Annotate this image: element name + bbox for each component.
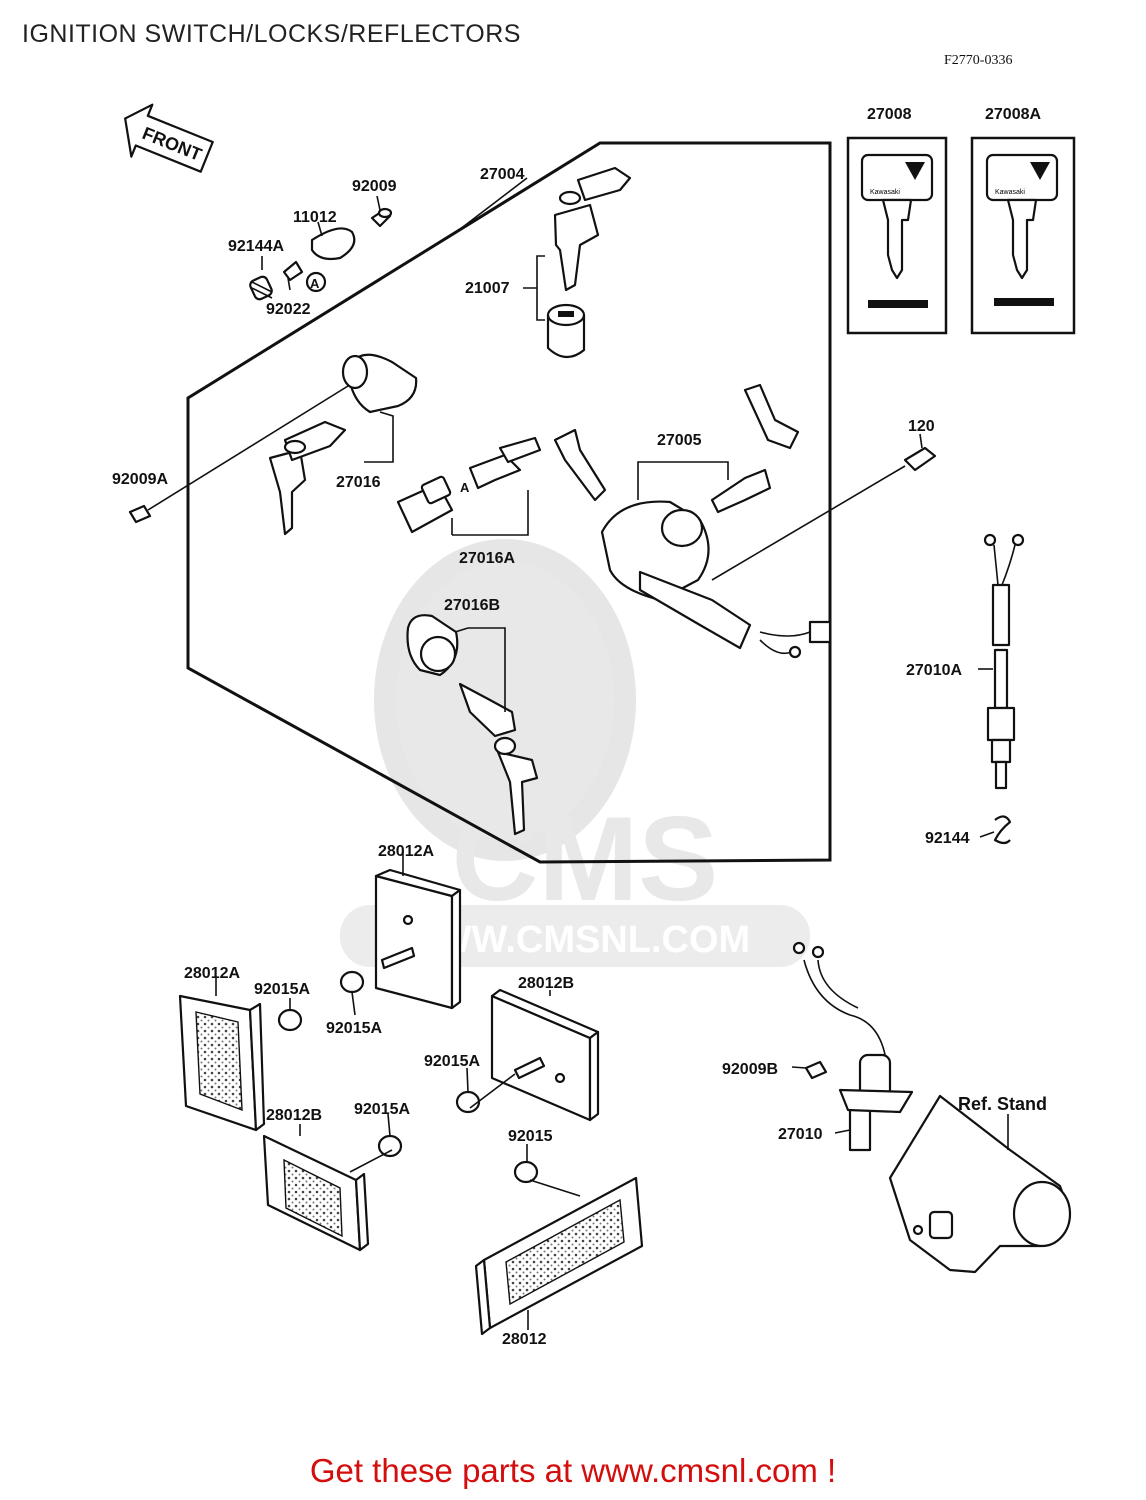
label-92144A: 92144A [228, 238, 284, 255]
part-28012 [474, 1160, 644, 1336]
svg-text:Kawasaki: Kawasaki [995, 189, 1025, 196]
label-27016A: 27016A [459, 550, 515, 567]
label-92015A-3: 92015A [424, 1053, 480, 1070]
label-92009: 92009 [352, 178, 397, 195]
label-ref-stand: Ref. Stand [958, 1094, 1047, 1114]
part-28012B-low [262, 1134, 403, 1252]
page-title: IGNITION SWITCH/LOCKS/REFLECTORS [22, 20, 521, 48]
diagram-code: F2770-0336 [944, 53, 1013, 68]
watermark-brand: CMS [452, 792, 719, 926]
part-21007 [546, 166, 632, 359]
part-120 [711, 446, 937, 581]
part-27010 [792, 941, 1072, 1274]
key-card-27008: Kawasaki [846, 136, 948, 335]
label-92009B: 92009B [722, 1061, 778, 1078]
parts-diagram: CMS WWW.CMSNL.COM FRONT Kawasaki Kawasak… [112, 103, 1076, 1348]
label-27016B: 27016B [444, 597, 500, 614]
label-27010: 27010 [778, 1126, 823, 1143]
part-27016B [406, 614, 539, 836]
leader-lines [215, 177, 1009, 1330]
label-27008A: 27008A [985, 106, 1041, 123]
label-92022: 92022 [266, 301, 311, 318]
label-28012A-left: 28012A [184, 965, 240, 982]
part-27016 [268, 353, 418, 536]
footer-link[interactable]: Get these parts at www.cmsnl.com ! [309, 1452, 837, 1489]
label-28012A-top: 28012A [378, 843, 434, 860]
part-27016A [396, 428, 607, 534]
label-27016: 27016 [336, 474, 381, 491]
label-11012: 11012 [293, 209, 337, 226]
label-27004: 27004 [480, 166, 525, 183]
label-92009A: 92009A [112, 471, 168, 488]
part-27010A [983, 533, 1025, 845]
label-120: 120 [908, 418, 935, 435]
part-92009A [128, 385, 349, 524]
svg-text:Kawasaki: Kawasaki [870, 189, 900, 196]
seat-lock-parts [249, 207, 393, 301]
label-A1: A [310, 276, 320, 291]
label-92015: 92015 [508, 1128, 553, 1145]
part-27005 [600, 383, 832, 659]
label-A2: A [460, 480, 470, 495]
lock-set-frame [186, 141, 832, 864]
label-92144: 92144 [925, 830, 970, 847]
label-28012B-low: 28012B [266, 1107, 322, 1124]
part-28012A-top [339, 868, 462, 1010]
part-28012B-mid [455, 988, 600, 1122]
part-labels: 92009 11012 92144A A 92022 27004 21007 2… [112, 106, 1047, 1348]
key-card-27008A: Kawasaki [970, 136, 1076, 335]
label-27005: 27005 [657, 432, 702, 449]
label-28012B-mid: 28012B [518, 975, 574, 992]
label-28012: 28012 [502, 1331, 547, 1348]
label-92015A-4: 92015A [354, 1101, 410, 1118]
part-28012A-left [178, 994, 303, 1132]
label-92015A-1: 92015A [254, 981, 310, 998]
label-21007: 21007 [465, 280, 510, 297]
front-arrow: FRONT [124, 103, 214, 173]
label-92015A-2: 92015A [326, 1020, 382, 1037]
label-27010A: 27010A [906, 662, 962, 679]
label-27008: 27008 [867, 106, 912, 123]
